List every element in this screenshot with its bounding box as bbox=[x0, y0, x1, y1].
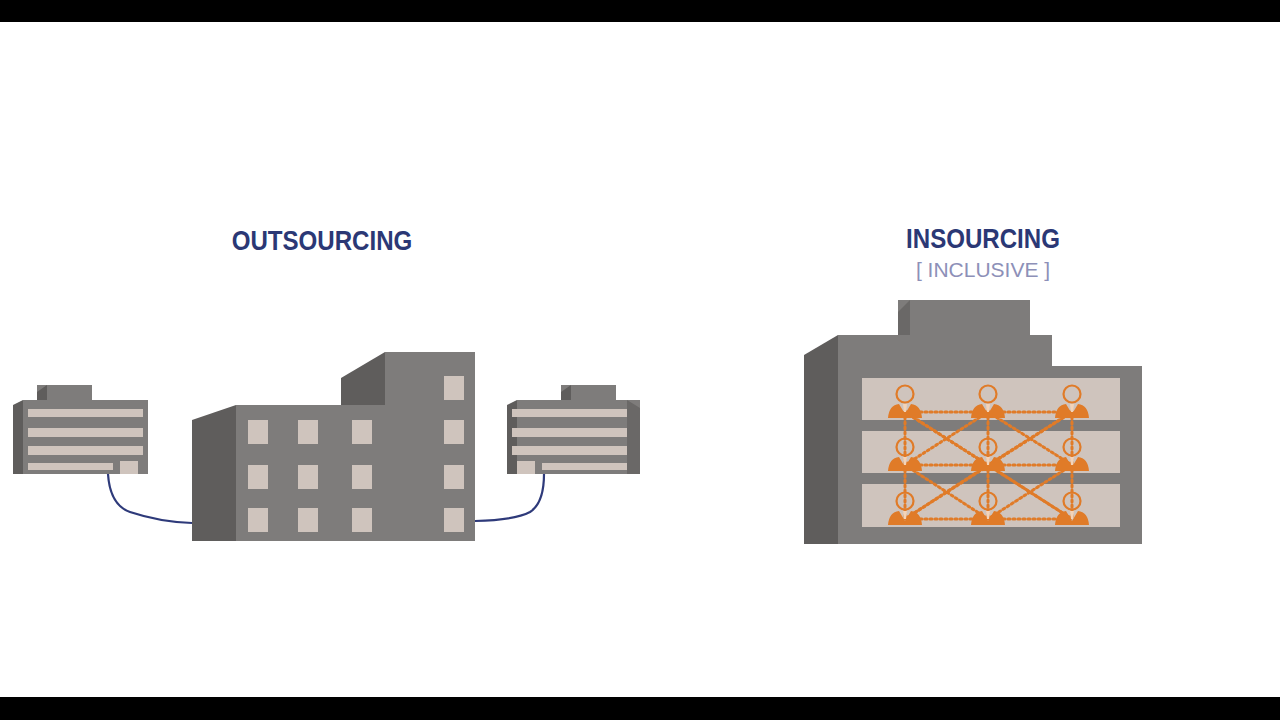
person-icon bbox=[1055, 386, 1089, 419]
top-bar bbox=[0, 0, 1280, 22]
heading: OUTSOURCING bbox=[232, 226, 413, 257]
person-icon bbox=[971, 493, 1005, 526]
dotted-link bbox=[988, 465, 1072, 519]
insourcing-building bbox=[804, 300, 1142, 544]
wire bbox=[108, 474, 192, 523]
dotted-link bbox=[905, 412, 988, 465]
small-building bbox=[507, 385, 640, 474]
dotted-link bbox=[905, 465, 988, 519]
dotted-link bbox=[988, 465, 1072, 519]
subheading: [ INCLUSIVE ] bbox=[916, 258, 1050, 281]
bottom-bar bbox=[0, 697, 1280, 720]
person-icon bbox=[1055, 493, 1089, 526]
person-icon bbox=[888, 439, 922, 472]
dotted-link bbox=[905, 412, 1072, 519]
dotted-link bbox=[905, 465, 988, 519]
small-building bbox=[13, 385, 148, 474]
dotted-link bbox=[905, 412, 1072, 519]
heading: INSOURCING bbox=[906, 224, 1060, 255]
person-icon bbox=[971, 439, 1005, 472]
person-icon bbox=[1055, 439, 1089, 472]
person-icon bbox=[888, 386, 922, 419]
person-icon bbox=[971, 386, 1005, 419]
person-icon bbox=[888, 493, 922, 526]
wire bbox=[475, 474, 544, 521]
main-building bbox=[192, 352, 475, 541]
